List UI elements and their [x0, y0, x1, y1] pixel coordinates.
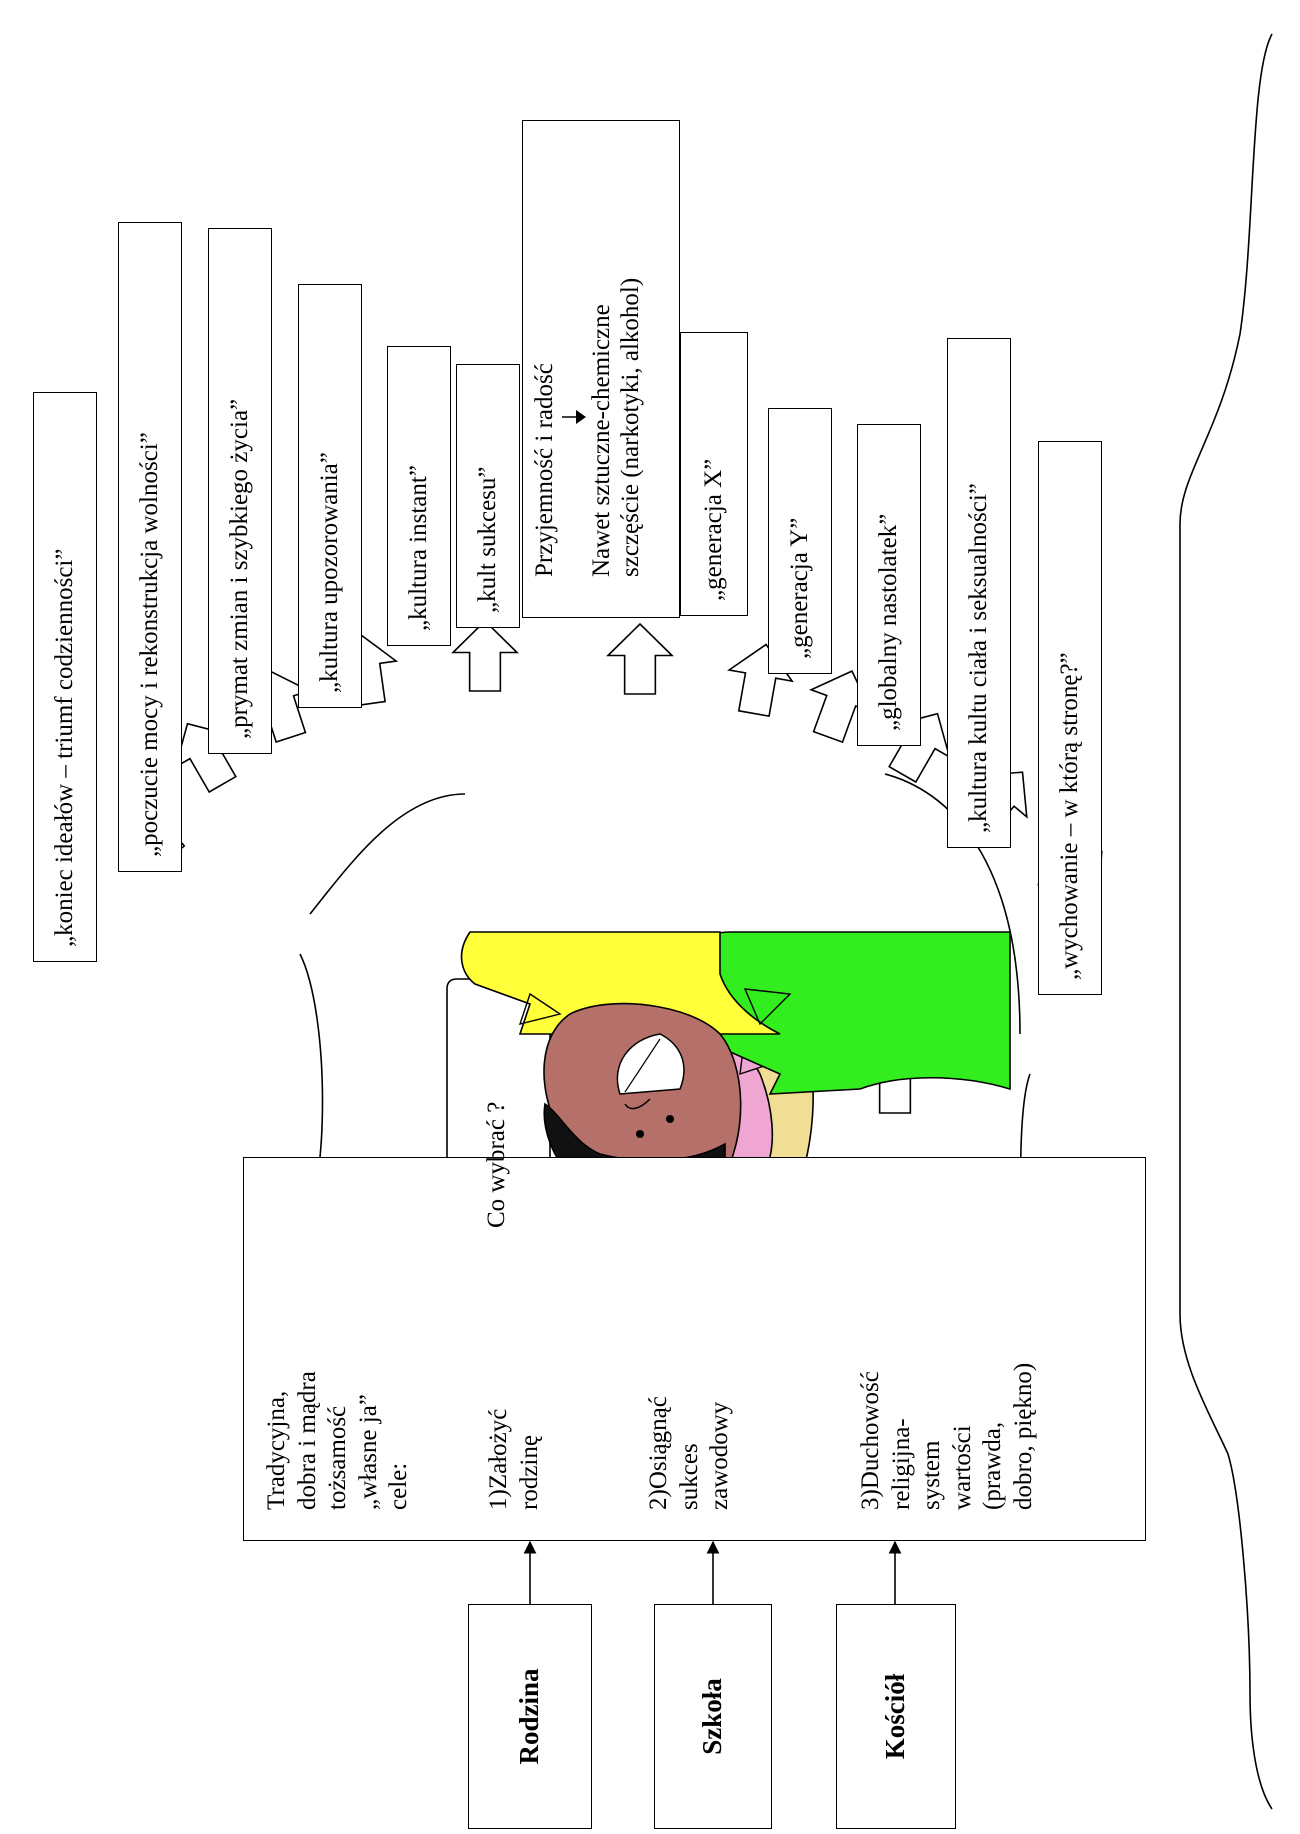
trend-box-wychowanie: „wychowanie – w którą stronę?”	[1038, 441, 1102, 995]
trend-label: „generacja X”	[699, 458, 727, 601]
fan-arrow-6	[606, 622, 674, 695]
tradition-intro-line: Tradycyjna,	[263, 1390, 290, 1510]
trend-label: „wychowanie – w którą stronę?”	[1055, 652, 1083, 980]
tradition-intro-line: tożsamość	[324, 1405, 351, 1510]
fan-arrow-5	[451, 619, 519, 692]
goal3-line: (prawda,	[979, 1421, 1006, 1510]
speech-bubble-text: Co wybrać ?	[483, 1101, 510, 1228]
source-box-kosciol: Kościół	[836, 1604, 956, 1829]
pleasure-line-3: szczęście (narkotyki, alkohol)	[616, 277, 644, 577]
source-box-szkola: Szkoła	[654, 1604, 772, 1829]
pleasure-arrow	[560, 135, 588, 577]
trend-box-poczucie-mocy: „poczucie mocy i rekonstrukcja wolności”	[118, 222, 182, 872]
trend-label: „kultura instant”	[404, 465, 432, 631]
goal3-line: religijna-	[887, 1418, 915, 1510]
goal2-line: zawodowy	[706, 1401, 733, 1510]
boy-shirt	[460, 931, 781, 1035]
source-box-rodzina: Rodzina	[468, 1604, 592, 1829]
right-arc	[884, 773, 1021, 1035]
trend-box-koniec-idealow: „koniec ideałów – triumf codzienności”	[33, 392, 97, 962]
trend-label: „generacja Y”	[785, 517, 813, 659]
trend-box-generacja-x: „generacja X”	[680, 332, 748, 616]
goal2-line: sukces	[675, 1443, 703, 1510]
tradition-intro-line: cele:	[385, 1462, 412, 1510]
source-label: Rodzina	[514, 1668, 545, 1765]
trend-label: „globalny nastolatek”	[874, 513, 902, 731]
source-label: Szkoła	[697, 1678, 728, 1755]
trend-label: „kultura kultu ciała i seksualności”	[964, 483, 992, 833]
trend-box-globalny-nastolatek: „globalny nastolatek”	[857, 424, 921, 746]
goal2-line: 2)Osiągnąć	[645, 1396, 672, 1510]
people-illustration	[460, 931, 1011, 1231]
pleasure-line-1: Przyjemność i radość	[531, 363, 558, 577]
trend-box-generacja-y: „generacja Y”	[768, 408, 832, 674]
tradition-box: Tradycyjna, dobra i mądra tożsamość „wła…	[243, 1157, 1146, 1541]
goal3-line: system	[918, 1440, 945, 1510]
trend-label: „koniec ideałów – triumf codzienności”	[50, 548, 78, 947]
upper-arc	[309, 793, 466, 915]
trend-box-kultura-kultu-ciala: „kultura kultu ciała i seksualności”	[947, 338, 1011, 848]
goal1-line: rodzinę	[515, 1435, 543, 1510]
goal3-line: 3)Duchowość	[857, 1371, 884, 1510]
tradition-intro-line: „własne ja”	[354, 1394, 382, 1510]
trend-box-kultura-instant: „kultura instant”	[387, 346, 451, 646]
goal3-line: dobro, piękno)	[1009, 1362, 1037, 1510]
trend-box-kult-sukcesu: „kult sukcesu”	[456, 364, 520, 628]
trend-label: „prymat zmian i szybkiego życia”	[225, 398, 253, 739]
trend-box-prymat-zmian: „prymat zmian i szybkiego życia”	[208, 228, 272, 754]
source-label: Kościół	[880, 1673, 911, 1760]
trend-label: „kult sukcesu”	[473, 466, 501, 613]
trend-label: „poczucie mocy i rekonstrukcja wolności”	[135, 432, 163, 857]
pleasure-line-2: Nawet sztuczne-chemiczne	[587, 304, 615, 577]
pleasure-arrow-icon	[561, 410, 586, 424]
right-curly-brace	[1179, 33, 1273, 1810]
goal1-line: 1)Założyć	[485, 1408, 512, 1510]
trend-box-kultura-upozorowania: „kultura upozorowania”	[298, 284, 362, 708]
tradition-intro-line: dobra i mądra	[293, 1371, 321, 1510]
pleasure-box: Przyjemność i radość Nawet sztuczne-chem…	[522, 120, 680, 618]
trend-label: „kultura upozorowania”	[315, 452, 343, 693]
goal3-line: wartości	[948, 1425, 976, 1510]
